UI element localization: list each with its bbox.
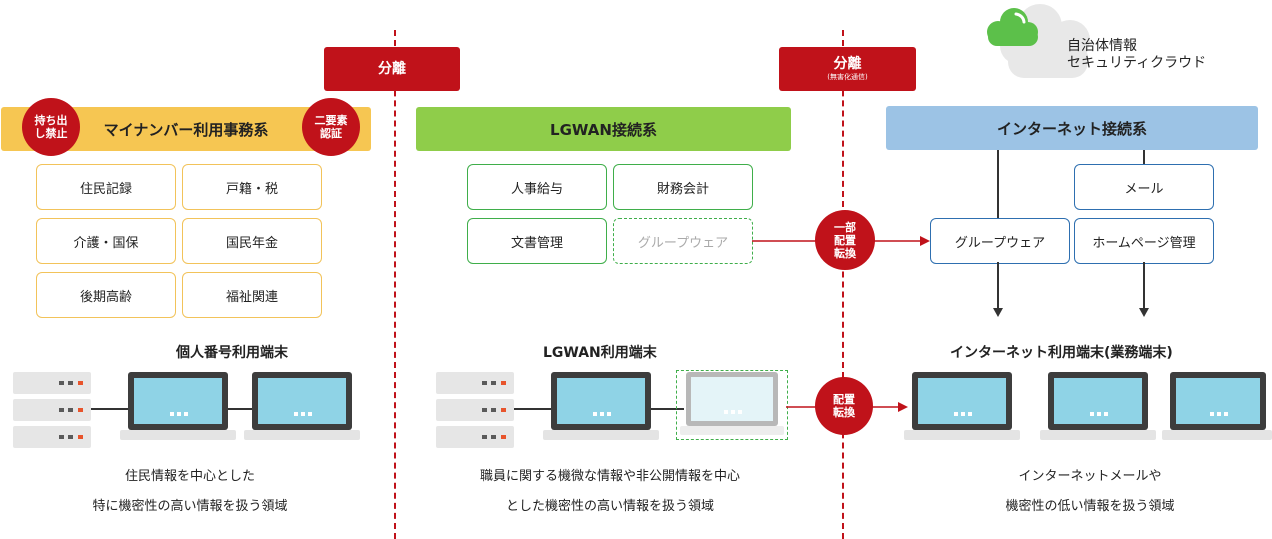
connector-line xyxy=(1143,150,1145,165)
transfer-line: 配置 xyxy=(834,233,856,247)
laptop-icon xyxy=(543,372,659,440)
system-box: 人事給与 xyxy=(467,164,607,210)
system-box: 財務会計 xyxy=(613,164,753,210)
internet-description: インターネットメールや 機密性の低い情報を扱う領域 xyxy=(920,462,1260,522)
two-factor-line1: 二要素 xyxy=(314,114,348,127)
system-box-label: 福祉関連 xyxy=(225,289,278,305)
internet-terminal-title: インターネット利用端末(業務端末) xyxy=(950,345,1173,361)
laptop-icon xyxy=(1162,372,1272,440)
system-box-label: 人事給与 xyxy=(510,181,563,197)
separation-sublabel: (無害化通信) xyxy=(827,73,868,81)
system-box: メール xyxy=(1074,164,1214,210)
description-line: インターネットメールや xyxy=(1018,469,1162,484)
connector-line xyxy=(997,150,999,218)
transfer-line: 転換 xyxy=(833,406,855,419)
system-box: 文書管理 xyxy=(467,218,607,264)
no-takeout-badge: 持ち出 し禁止 xyxy=(22,98,80,156)
system-box: ホームページ管理 xyxy=(1074,218,1214,264)
system-box-label: グループウェア xyxy=(637,235,729,251)
laptop-faded-icon xyxy=(680,372,784,435)
mynumber-terminal-title: 個人番号利用端末 xyxy=(176,345,288,361)
separation-badge-1: 分離 xyxy=(324,47,460,91)
cloud-label: 自治体情報 セキュリティクラウド xyxy=(1067,38,1206,72)
transfer-line: 転換 xyxy=(834,246,856,260)
system-box-label: 戸籍・税 xyxy=(225,181,278,197)
system-box-label: 文書管理 xyxy=(510,235,563,251)
description-line: 特に機密性の高い情報を扱う領域 xyxy=(92,499,288,514)
laptop-icon xyxy=(120,372,236,440)
lgwan-terminal-title: LGWAN利用端末 xyxy=(543,345,657,361)
system-box-moved: グループウェア xyxy=(613,218,753,264)
separation-badge-2: 分離 (無害化通信) xyxy=(779,47,916,91)
lgwan-description: 職員に関する機微な情報や非公開情報を中心 とした機密性の高い情報を扱う領域 xyxy=(420,462,800,522)
moved-laptop-frame xyxy=(676,370,788,440)
divider-left xyxy=(394,30,396,539)
system-box: 国民年金 xyxy=(182,218,322,264)
system-box-label: グループウェア xyxy=(954,235,1046,251)
system-box-label: 介護・国保 xyxy=(73,235,139,251)
transfer-badge: 配置 転換 xyxy=(815,377,873,435)
separation-label: 分離 xyxy=(378,61,406,77)
system-box-label: ホームページ管理 xyxy=(1092,235,1196,251)
lgwan-header: LGWAN接続系 xyxy=(416,107,791,151)
mynumber-header-title: マイナンバー利用事務系 xyxy=(103,120,269,139)
system-box-label: 後期高齢 xyxy=(79,289,132,305)
internet-header-title: インターネット接続系 xyxy=(996,119,1147,138)
description-line: 住民情報を中心とした xyxy=(124,469,255,484)
description-line: 機密性の低い情報を扱う領域 xyxy=(1005,499,1175,514)
internet-header: インターネット接続系 xyxy=(886,106,1258,150)
network-line xyxy=(650,408,684,410)
transfer-line: 一部 xyxy=(834,220,856,234)
cloud-label-line1: 自治体情報 xyxy=(1067,38,1137,54)
transfer-line: 配置 xyxy=(833,393,855,406)
two-factor-badge: 二要素 認証 xyxy=(302,98,360,156)
system-box-label: メール xyxy=(1124,181,1164,197)
no-takeout-line1: 持ち出 xyxy=(34,114,68,127)
separation-label: 分離 xyxy=(833,56,862,72)
cloud-icon xyxy=(987,4,1090,78)
laptop-icon xyxy=(904,372,1020,440)
description-line: 職員に関する機微な情報や非公開情報を中心 xyxy=(479,469,740,484)
network-line xyxy=(514,408,552,410)
network-line xyxy=(91,408,129,410)
arrow-down-icon xyxy=(993,262,1003,317)
divider-right xyxy=(842,30,844,539)
network-line xyxy=(226,408,254,410)
lgwan-header-title: LGWAN接続系 xyxy=(550,120,657,139)
system-box: 介護・国保 xyxy=(36,218,176,264)
laptop-icon xyxy=(1040,372,1156,440)
system-box-label: 財務会計 xyxy=(656,181,709,197)
two-factor-line2: 認証 xyxy=(320,127,342,140)
laptop-icon xyxy=(244,372,360,440)
partial-transfer-badge: 一部 配置 転換 xyxy=(815,210,875,270)
system-box-label: 国民年金 xyxy=(225,235,278,251)
system-box: 住民記録 xyxy=(36,164,176,210)
system-box-label: 住民記録 xyxy=(79,181,132,197)
system-box: 戸籍・税 xyxy=(182,164,322,210)
no-takeout-line2: し禁止 xyxy=(34,127,68,140)
description-line: とした機密性の高い情報を扱う領域 xyxy=(505,499,714,514)
mynumber-description: 住民情報を中心とした 特に機密性の高い情報を扱う領域 xyxy=(20,462,360,522)
arrow-down-icon xyxy=(1139,262,1149,317)
cloud-label-line2: セキュリティクラウド xyxy=(1067,55,1207,71)
server-icon xyxy=(436,372,514,448)
server-icon xyxy=(13,372,91,448)
system-box: グループウェア xyxy=(930,218,1070,264)
system-box: 福祉関連 xyxy=(182,272,322,318)
system-box: 後期高齢 xyxy=(36,272,176,318)
